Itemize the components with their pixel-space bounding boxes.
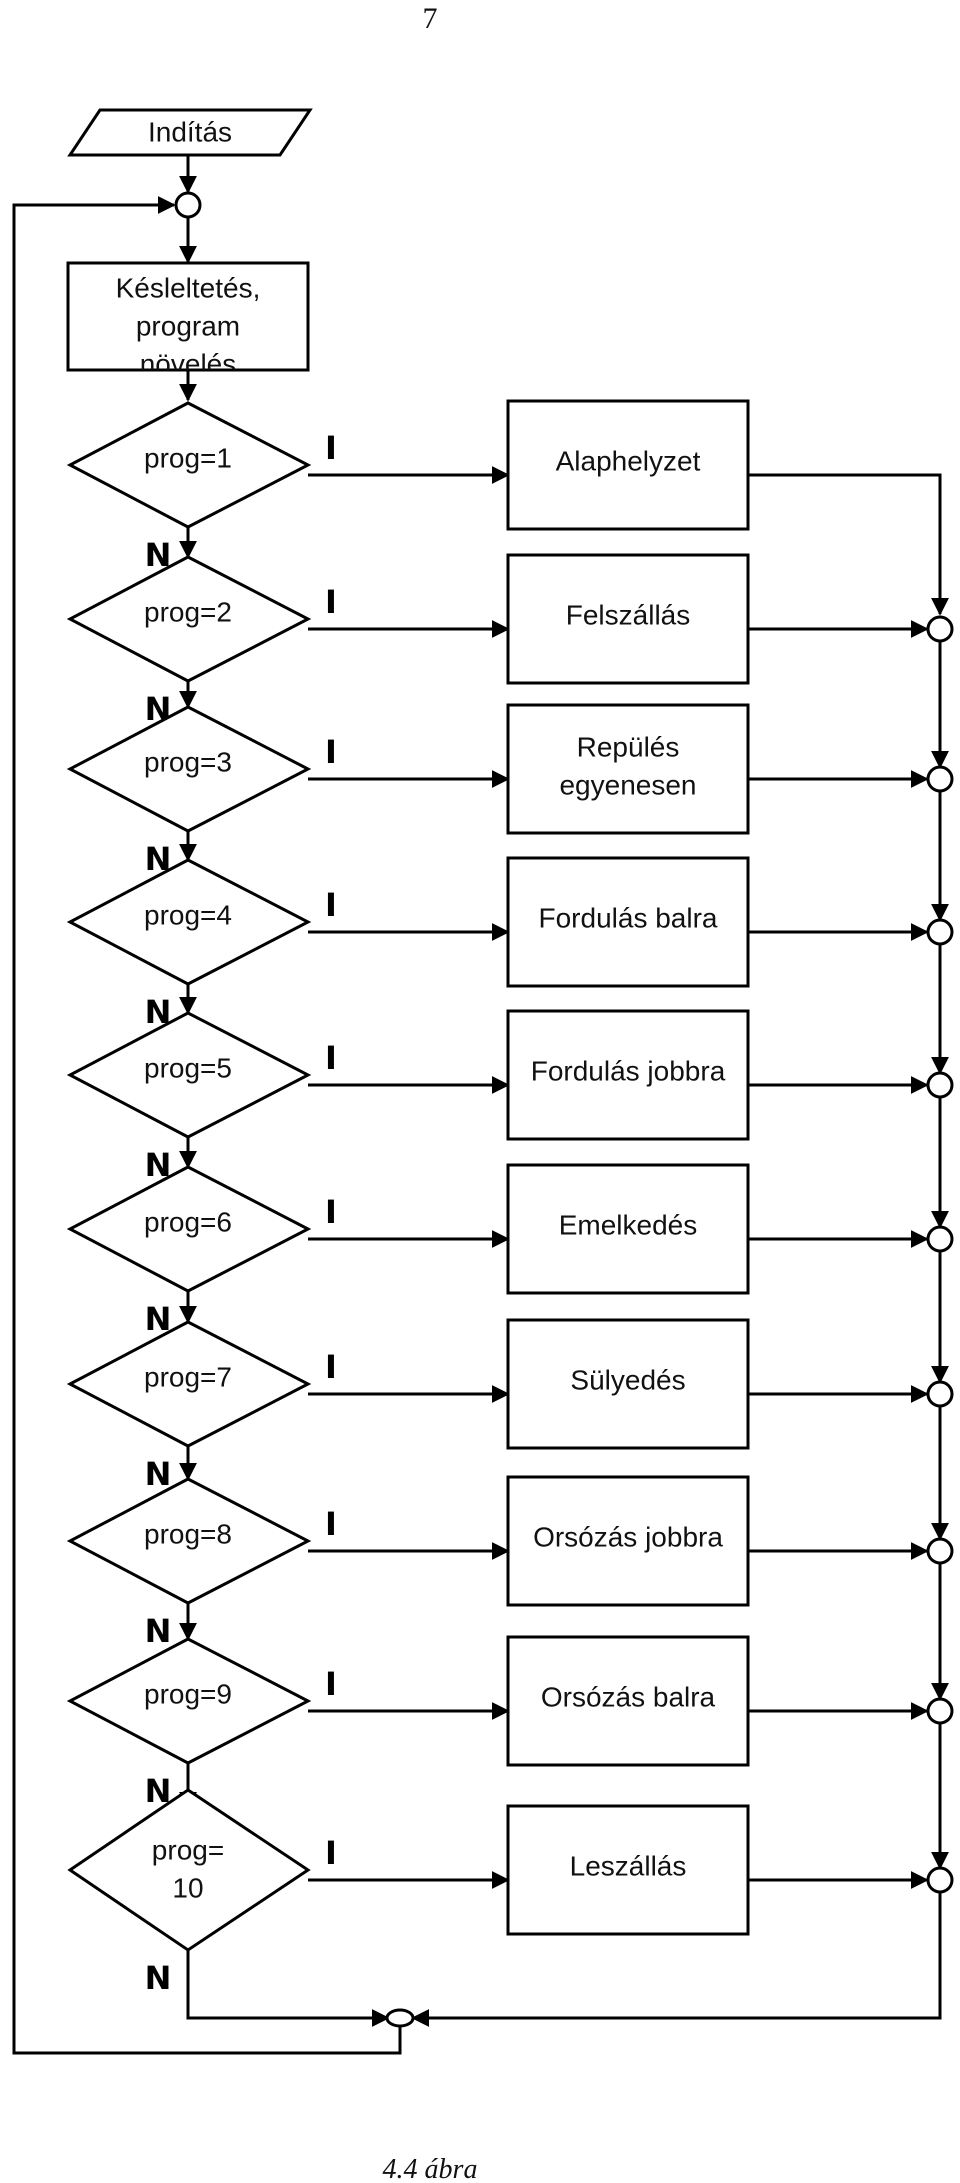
action-label: Orsózás balra [541,1681,716,1712]
action-box [506,1163,750,1295]
action-label: Fordulás jobbra [531,1055,726,1086]
decision-label: prog=1 [144,442,232,473]
decision-label: prog=6 [144,1206,232,1237]
merge-connector [926,1380,954,1408]
action-label: Alaphelyzet [556,445,701,476]
decision-label: prog=3 [144,746,232,777]
action-label: Fordulás balra [539,902,718,933]
action-label: Emelkedés [559,1209,698,1240]
figure-caption: 4.4 ábra [383,2154,478,2183]
action-box [506,553,750,685]
action-label: Felszállás [566,599,690,630]
decision-label: prog=4 [144,899,232,930]
yes-flag: I [325,733,337,771]
merge-connector [926,765,954,793]
decision-label: prog=2 [144,596,232,627]
no-flag: N [145,1612,172,1650]
action-box [506,703,750,835]
action-box [506,856,750,988]
merge-connector [926,1866,954,1894]
decision-diamond [67,1788,311,1952]
page-number: 7 [423,2,438,35]
no-exit-line [186,1950,390,2027]
yes-flag: I [325,1193,337,1231]
decision-label: 10 [172,1872,203,1903]
merge-connector [926,615,954,643]
action-box [506,1635,750,1767]
decision-label: prog=7 [144,1361,232,1392]
loop-connector [174,191,202,219]
yes-flag: I [325,583,337,621]
return-line [411,1892,942,2027]
no-flag: N [145,1959,172,1997]
delay-text-group: Késleltetés, program növelés [116,272,261,379]
delay-text-line: növelés [140,348,237,379]
no-flag: N [145,1455,172,1493]
yes-flag: I [325,1665,337,1703]
decision-label: prog= [152,1834,224,1865]
action-box [506,1009,750,1141]
start-label: Indítás [148,116,232,147]
loop-back-line [12,196,402,2055]
bottom-merge-connector [385,2008,415,2028]
merge-connector [926,1225,954,1253]
yes-flag: I [325,1348,337,1386]
action-box [506,399,750,531]
action-box [506,1804,750,1936]
action-box [506,1475,750,1607]
yes-flag: I [325,1505,337,1543]
delay-text-line: program [136,310,240,341]
action-label: Sülyedés [570,1364,685,1395]
collector-line [748,473,949,616]
action-box [506,1318,750,1450]
action-label: Orsózás jobbra [533,1521,723,1552]
yes-flag: I [325,429,337,467]
merge-connector [926,1697,954,1725]
yes-flag: I [325,886,337,924]
merge-connector [926,1537,954,1565]
action-label: Leszállás [570,1850,687,1881]
decision-label: prog=5 [144,1052,232,1083]
yes-flag: I [325,1834,337,1872]
yes-flag: I [325,1039,337,1077]
decision-label: prog=9 [144,1678,232,1709]
delay-box [66,261,310,372]
action-label: Repülés [577,731,680,762]
action-label: egyenesen [559,769,696,800]
delay-text-line: Késleltetés, [116,272,261,303]
start-shape [67,108,313,157]
merge-connector [926,1071,954,1099]
merge-connector [926,918,954,946]
decision-label: prog=8 [144,1518,232,1549]
